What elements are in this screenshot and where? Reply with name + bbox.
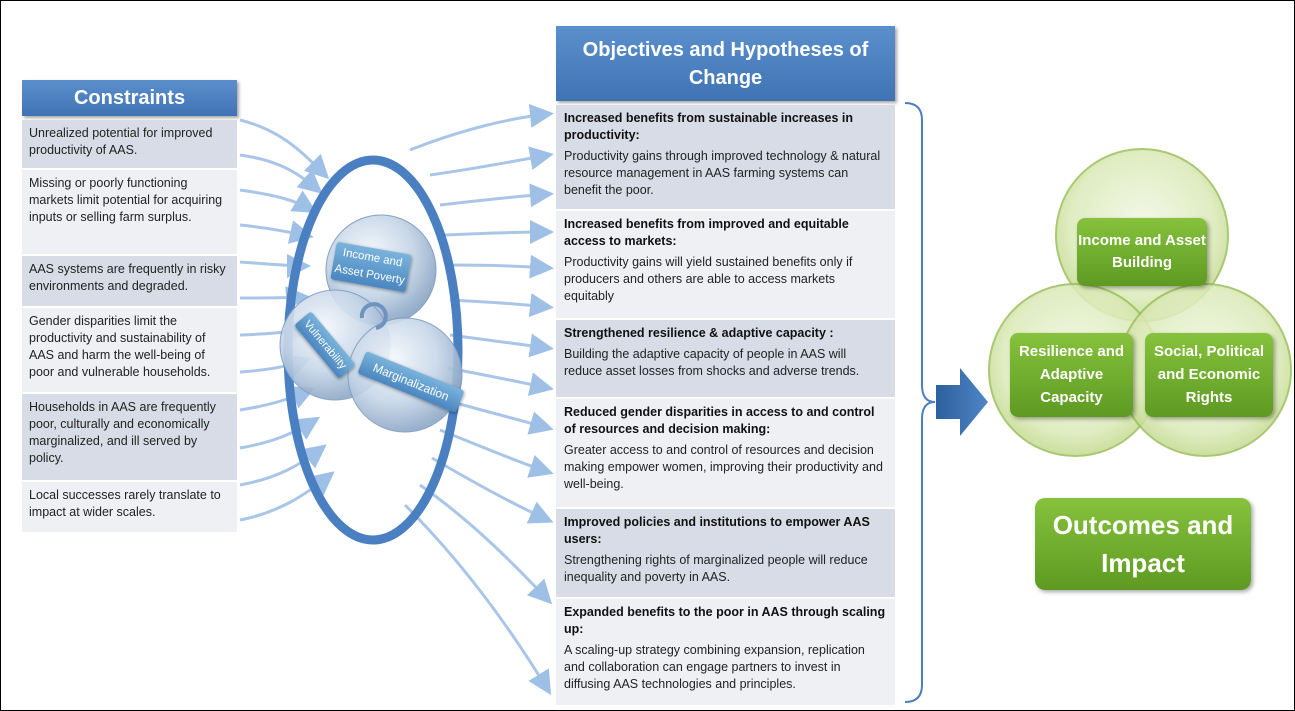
constraint-item: AAS systems are frequently in risky envi… — [22, 256, 237, 306]
objectives-brace — [904, 102, 936, 703]
constraint-item: Missing or poorly functioning markets li… — [22, 170, 237, 254]
constraint-item: Local successes rarely translate to impa… — [22, 482, 237, 532]
objective-title: Expanded benefits to the poor in AAS thr… — [564, 605, 886, 636]
objective-title: Increased benefits from improved and equ… — [564, 217, 849, 248]
big-arrow-icon — [936, 368, 988, 436]
objective-item: Strengthened resilience & adaptive capac… — [556, 320, 895, 397]
objective-title: Improved policies and institutions to em… — [564, 515, 870, 546]
objective-title: Reduced gender disparities in access to … — [564, 405, 875, 436]
objective-desc: A scaling-up strategy combining expansio… — [564, 643, 865, 691]
objective-item: Increased benefits from sustainable incr… — [556, 105, 895, 209]
objective-item: Improved policies and institutions to em… — [556, 509, 895, 597]
objective-desc: Strengthening rights of marginalized peo… — [564, 553, 868, 584]
constraint-item: Gender disparities limit the productivit… — [22, 308, 237, 392]
objective-item: Expanded benefits to the poor in AAS thr… — [556, 599, 895, 705]
constraints-header: Constraints — [22, 80, 237, 116]
objectives-header: Objectives and Hypotheses of Change — [556, 26, 895, 101]
constraint-item: Unrealized potential for improved produc… — [22, 120, 237, 168]
outcomes-impact-box: Outcomes and Impact — [1035, 498, 1251, 590]
objective-item: Reduced gender disparities in access to … — [556, 399, 895, 507]
cycle-icon — [359, 302, 388, 330]
objective-desc: Greater access to and control of resourc… — [564, 443, 883, 491]
objective-title: Increased benefits from sustainable incr… — [564, 111, 854, 142]
objective-title: Strengthened resilience & adaptive capac… — [564, 326, 834, 340]
objective-desc: Productivity gains through improved tech… — [564, 149, 881, 197]
income-asset-building-box: Income and Asset Building — [1077, 218, 1207, 286]
objective-desc: Productivity gains will yield sustained … — [564, 255, 853, 303]
resilience-box: Resilience and Adaptive Capacity — [1010, 333, 1133, 417]
rights-box: Social, Political and Economic Rights — [1145, 333, 1273, 417]
objective-item: Increased benefits from improved and equ… — [556, 211, 895, 318]
constraint-item: Households in AAS are frequently poor, c… — [22, 394, 237, 480]
objective-desc: Building the adaptive capacity of people… — [564, 347, 860, 378]
